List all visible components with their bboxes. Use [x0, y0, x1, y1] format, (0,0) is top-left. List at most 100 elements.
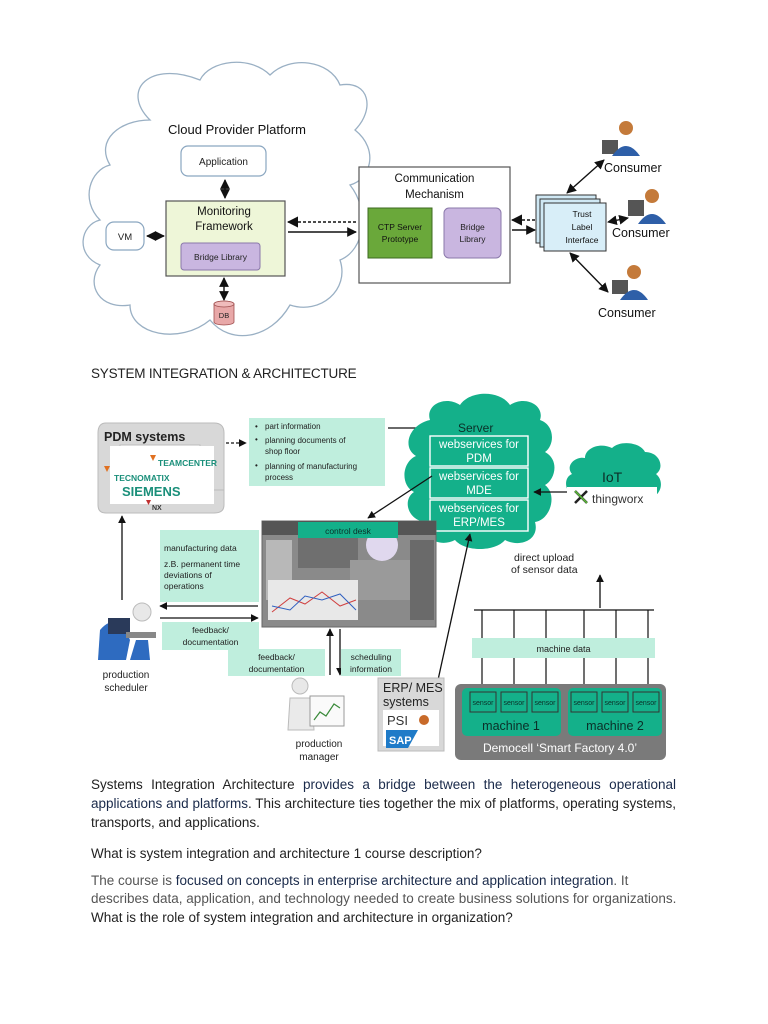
machine-1-label: machine 1 [482, 719, 540, 733]
bridge-label-1: Bridge [460, 222, 485, 232]
vm-box [105, 221, 145, 251]
ws-mde-box [429, 467, 529, 499]
production-manager-1: production [296, 739, 343, 750]
mfg-label-2: z.B. permanent time [164, 559, 240, 569]
trust-label-3: Interface [565, 235, 598, 245]
manufacturing-data-box [160, 530, 259, 602]
paragraph-definition-rest: . This architecture ties together the mi… [91, 796, 676, 830]
question-role: What is the role of system integration a… [91, 910, 513, 925]
application-box [180, 145, 267, 177]
sensor-6 [632, 691, 660, 713]
sensor-label-5: sensor [604, 700, 626, 707]
sensor-label-1: sensor [472, 700, 494, 707]
bullet-planning-mfg-1: planning of manufacturing [265, 462, 357, 471]
trust-label-2: Label [572, 222, 593, 232]
mfg-label-3: deviations of [164, 570, 212, 580]
sensor-5 [601, 691, 629, 713]
production-scheduler-icon [98, 602, 156, 660]
ctp-label-1: CTP Server [378, 222, 422, 232]
ws-mde-2: MDE [466, 485, 492, 497]
paragraph-definition-subject: Systems Integration Architecture [91, 777, 295, 792]
control-desk-label-box [298, 522, 398, 538]
consumer-label-bottom: Consumer [598, 306, 656, 320]
erp-label-2: systems [383, 695, 429, 709]
consumer-icon-middle [628, 189, 666, 224]
svg-text:•: • [255, 461, 258, 470]
paragraph-course-start: The course is [91, 873, 176, 888]
cloud-title: Cloud Provider Platform [168, 122, 306, 137]
sensor-label-6: sensor [635, 700, 657, 707]
consumer-icon-top [602, 121, 640, 156]
ws-pdm-box [429, 435, 529, 467]
production-manager-icon [287, 677, 345, 731]
scheduling-info-box [341, 649, 401, 676]
comm-label-2: Mechanism [405, 189, 464, 201]
nx-logo: NX [152, 505, 162, 512]
question-course-description: What is system integration and architect… [91, 846, 482, 861]
svg-text:•: • [255, 422, 258, 431]
cloud-shape [82, 61, 371, 337]
bullet-planning-mfg-2: process [265, 473, 293, 482]
server-label: Server [458, 421, 493, 435]
sensor-label-2: sensor [503, 700, 525, 707]
trust-label-interface-box [543, 202, 607, 252]
section-caption: SYSTEM INTEGRATION & ARCHITECTURE [91, 366, 357, 381]
teamcenter-logo: TEAMCENTER [158, 458, 217, 468]
bullet-planning-docs-2: shop floor [265, 447, 300, 456]
bullet-planning-docs-1: planning documents of [265, 436, 346, 445]
pdm-info-box [249, 418, 385, 486]
feedback-box-1 [162, 622, 259, 650]
mfg-label-1: manufacturing data [164, 543, 237, 553]
paragraph-definition: Systems Integration Architecture provide… [91, 775, 676, 832]
sched-label-2: information [350, 664, 392, 674]
production-scheduler-2: scheduler [104, 683, 148, 694]
paragraph-course-rest: . It describes data, application, and te… [91, 873, 677, 906]
siemens-logo: SIEMENS [122, 484, 181, 499]
thingworx-label: thingworx [592, 492, 643, 506]
sensor-2 [500, 691, 528, 713]
vm-label: VM [118, 232, 132, 243]
democell-label: Democell ‘Smart Factory 4.0’ [483, 741, 637, 755]
psi-logo: PSI [387, 713, 408, 728]
bridge-library-inner-label: Bridge Library [194, 252, 248, 262]
bridge-library-box [443, 207, 502, 259]
ctp-server-box [367, 207, 433, 259]
sensor-3 [531, 691, 559, 713]
paragraph-course: The course is focused on concepts in ent… [91, 872, 681, 908]
ws-pdm-1: webservices for [438, 439, 519, 451]
direct-upload-2: of sensor data [511, 564, 578, 576]
ws-erp-box [429, 499, 529, 532]
comm-label-1: Communication [395, 173, 475, 185]
machine-data-label: machine data [536, 644, 590, 654]
feedback2-label-2: documentation [249, 664, 305, 674]
sched-label-1: scheduling [351, 652, 392, 662]
sensor-label-4: sensor [573, 700, 595, 707]
monitoring-label-2: Framework [195, 221, 253, 233]
cloud-architecture-diagram: Cloud Provider Platform Application Moni… [82, 61, 670, 337]
sap-label: SAP [389, 735, 412, 747]
db-label: DB [219, 311, 229, 320]
pdm-title: PDM systems [104, 430, 185, 444]
ws-mde-1: webservices for [438, 471, 519, 483]
ws-erp-2: ERP/MES [453, 517, 505, 529]
ctp-label-2: Prototype [382, 234, 419, 244]
bridge-label-2: Library [460, 234, 487, 244]
ws-erp-1: webservices for [438, 503, 519, 515]
tecnomatix-logo: TECNOMATIX [114, 473, 170, 483]
paragraph-course-highlight: focused on concepts in enterprise archit… [175, 873, 614, 888]
control-desk-label: control desk [325, 526, 372, 536]
paragraph-definition-highlight: provides a bridge between the heterogene… [91, 777, 676, 811]
machine-data-box [472, 638, 655, 658]
erp-label-1: ERP/ MES [383, 681, 443, 695]
production-manager-2: manager [299, 752, 339, 763]
consumer-label-top: Consumer [604, 161, 662, 175]
sensor-label-3: sensor [534, 700, 556, 707]
bridge-library-inner-box [180, 242, 261, 271]
feedback1-label-2: documentation [183, 637, 239, 647]
feedback2-label-1: feedback/ [258, 652, 295, 662]
svg-text:•: • [255, 435, 258, 444]
smart-factory-diagram: PDM systems TEAMCENTER TECNOMATIX SIEMEN… [97, 393, 666, 763]
consumer-label-middle: Consumer [612, 226, 670, 240]
direct-upload-1: direct upload [514, 552, 574, 564]
iot-label: IoT [602, 469, 623, 485]
